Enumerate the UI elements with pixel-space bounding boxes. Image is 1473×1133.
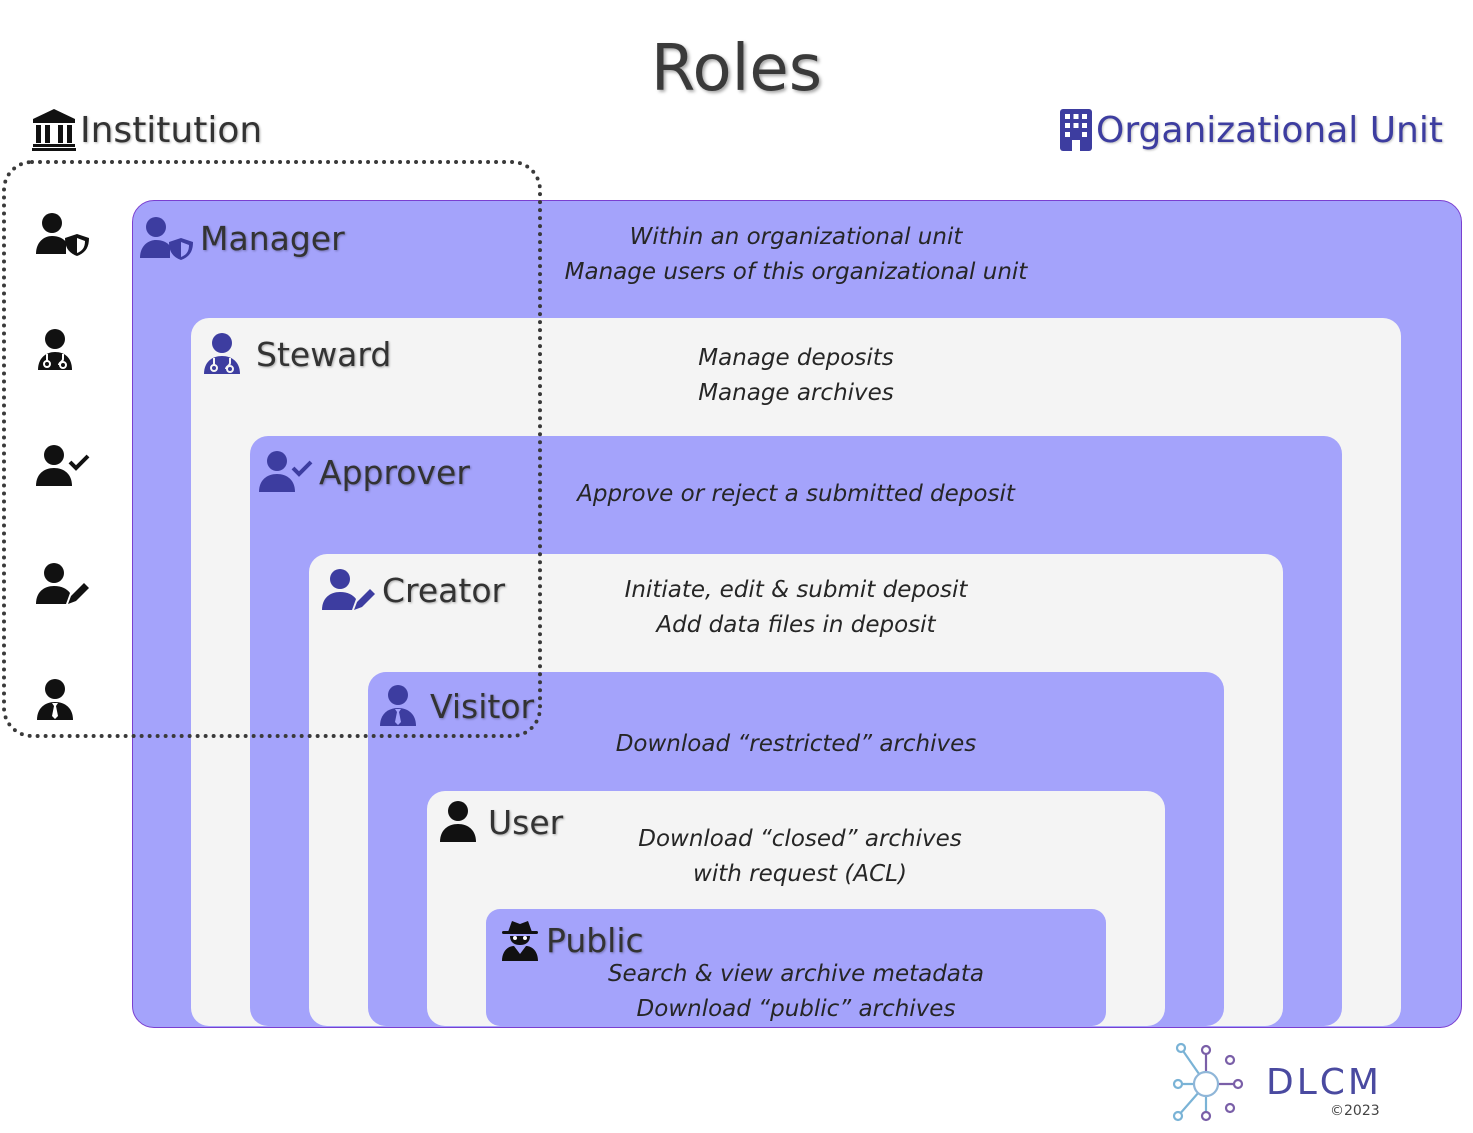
description-line: Initiate, edit & submit deposit [624, 577, 968, 603]
logo-copyright: ©2023 [1330, 1103, 1380, 1119]
description-line: with request (ACL) [693, 861, 907, 887]
user-shield-icon [140, 217, 193, 260]
description-line: Within an organizational unit [629, 224, 963, 250]
user-check-icon [259, 451, 313, 492]
description-line: Manage users of this organizational unit [564, 259, 1028, 285]
description-line: Approve or reject a submitted deposit [577, 481, 1015, 507]
org-unit-heading: Organizational Unit [1060, 106, 1443, 154]
user-shield-icon [36, 213, 89, 256]
manager-description: Within an organizational unit Manage use… [546, 220, 1046, 290]
description-line: Download “public” archives [636, 996, 956, 1022]
org-unit-label: Organizational Unit [1096, 109, 1443, 151]
institution-roles-group [2, 160, 542, 738]
page-title: Roles [650, 32, 823, 106]
steward-heading: Steward [200, 332, 391, 376]
manager-heading: Manager [140, 216, 345, 260]
user-icon [440, 801, 476, 842]
description-line: Manage deposits [698, 345, 894, 371]
approver-description: Approve or reject a submitted deposit [546, 477, 1046, 512]
user-doctor-icon [204, 333, 240, 374]
description-line: Download “closed” archives [638, 826, 962, 852]
approver-label: Approver [319, 452, 470, 492]
user-description: Download “closed” archives with request … [550, 822, 1050, 892]
user-check-icon [36, 445, 90, 486]
user-heading: User [438, 800, 563, 844]
description-line: Add data files in deposit [656, 612, 936, 638]
user-tie-icon [380, 685, 416, 726]
logo-text: DLCM [1266, 1062, 1382, 1103]
public-box [486, 909, 1106, 1026]
user-pen-icon [322, 569, 375, 610]
approver-heading: Approver [259, 450, 470, 494]
manager-label: Manager [200, 218, 345, 258]
description-line: Manage archives [698, 380, 894, 406]
steward-description: Manage deposits Manage archives [546, 341, 1046, 411]
creator-description: Initiate, edit & submit deposit Add data… [546, 573, 1046, 643]
dlcm-logo [1172, 1042, 1244, 1122]
creator-label: Creator [382, 570, 506, 610]
user-doctor-icon [38, 329, 72, 370]
institution-label: Institution [80, 109, 263, 151]
user-secret-icon [502, 921, 538, 961]
creator-heading: Creator [322, 568, 505, 612]
user-pen-icon [36, 563, 89, 604]
institution-icon [32, 109, 76, 151]
user-tie-icon [37, 679, 73, 720]
visitor-description: Download “restricted” archives [546, 727, 1046, 762]
public-label: Public [546, 920, 644, 960]
user-label: User [488, 802, 564, 842]
building-icon [1060, 109, 1093, 151]
description-line: Search & view archive metadata [607, 961, 985, 987]
description-line: Download “restricted” archives [615, 731, 977, 757]
steward-label: Steward [256, 334, 392, 374]
institution-heading: Institution [32, 106, 262, 154]
public-heading: Public [500, 918, 644, 962]
public-description: Search & view archive metadata Download … [546, 957, 1046, 1027]
